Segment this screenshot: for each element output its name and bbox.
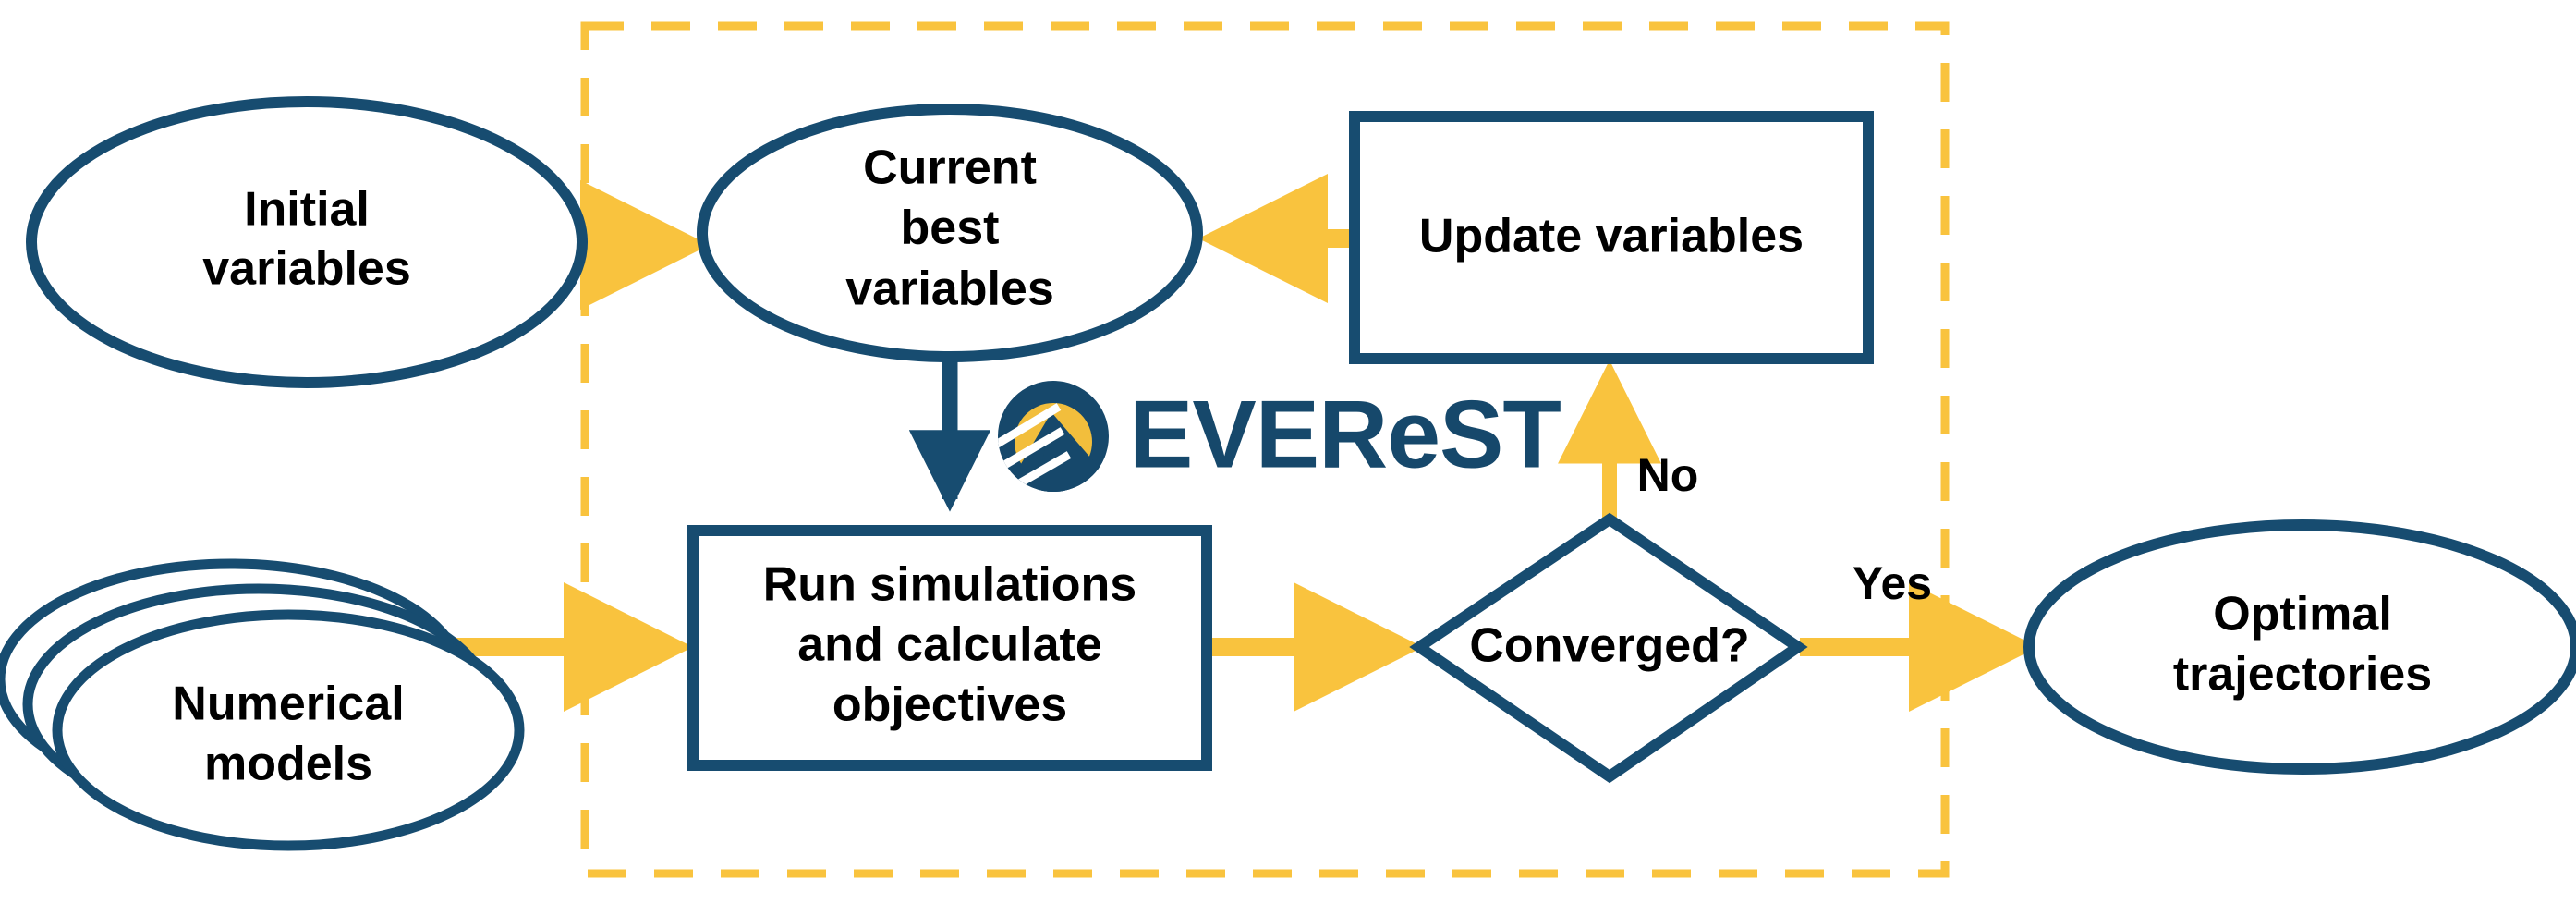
node-converged-label: Converged? [1469, 619, 1749, 673]
node-initial-variables[interactable]: Initial variables [26, 96, 588, 388]
numerical-models-stack-front [52, 609, 525, 851]
node-run-simulations[interactable]: Run simulations and calculate objectives [687, 525, 1212, 771]
edge-converged-yes: Yes [1800, 557, 2039, 712]
node-current-best-line-1: Current [863, 141, 1037, 195]
edge-converged-no: No [1558, 360, 1699, 518]
node-numerical-models-line-1: Numerical [172, 678, 404, 731]
node-current-best-line-3: variables [845, 263, 1054, 316]
node-update-variables[interactable]: Update variables [1349, 111, 1874, 364]
node-run-simulations-line-3: objectives [832, 678, 1067, 732]
node-current-best-variables[interactable]: Current best variables [697, 104, 1203, 362]
node-initial-variables-line-1: Initial [244, 183, 370, 237]
node-run-simulations-line-2: and calculate [797, 618, 1101, 672]
optimization-loop-boundary [580, 21, 1950, 878]
node-converged-decision[interactable]: Converged? [1409, 512, 1808, 784]
node-update-variables-label: Update variables [1419, 210, 1804, 263]
node-numerical-models[interactable]: Numerical models [0, 558, 525, 851]
everest-logo: EVEReST [998, 381, 1561, 492]
edge-label-yes: Yes [1853, 557, 1932, 609]
edge-label-no: No [1637, 449, 1699, 501]
node-initial-variables-line-2: variables [202, 242, 411, 296]
node-optimal-trajectories-line-2: trajectories [2173, 648, 2432, 702]
everest-wordmark: EVEReST [1129, 381, 1561, 488]
node-optimal-trajectories[interactable]: Optimal trajectories [2023, 519, 2576, 775]
node-optimal-trajectories-line-1: Optimal [2213, 588, 2392, 641]
node-current-best-line-2: best [901, 202, 1000, 255]
node-run-simulations-line-1: Run simulations [763, 558, 1136, 612]
mountain-sun-logo-icon [998, 381, 1109, 492]
node-numerical-models-line-2: models [204, 738, 372, 791]
